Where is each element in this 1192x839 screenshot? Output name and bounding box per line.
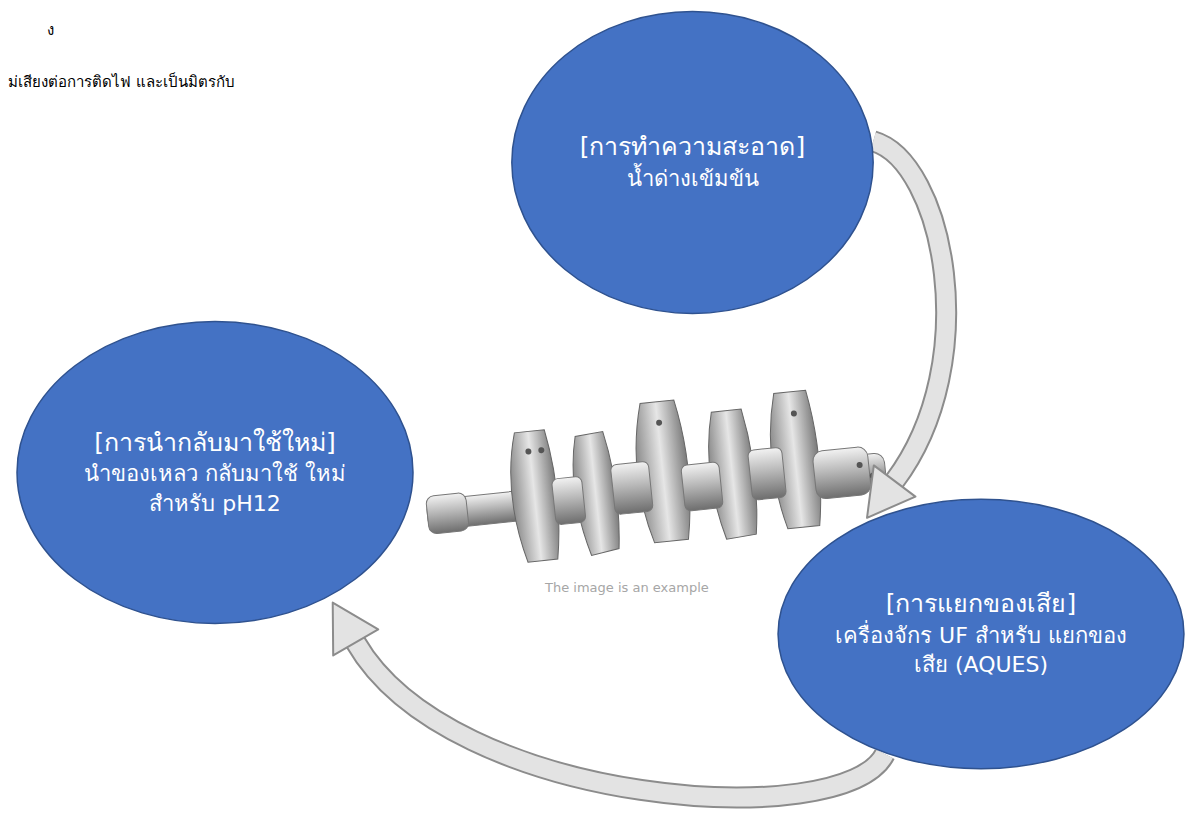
circle-fill (17, 322, 413, 624)
arrow-body (873, 141, 946, 481)
step-heading: [การแยกของเสีย] (829, 588, 1132, 621)
step-text: นำของเหลว กลับมาใช้ ใหม่ สำหรับ pH12 (67, 459, 363, 518)
step-heading: [การทำความสะอาด] (557, 131, 827, 164)
process-circle: [การทำความสะอาด]น้ำด่างเข้มข้น (510, 10, 875, 315)
cut-off-note: ง (47, 18, 54, 42)
text-wrap: [การแยกของเสีย]เครื่องจักร UF สำหรับ แยก… (829, 588, 1132, 680)
step-text: น้ำด่างเข้มข้น (557, 164, 827, 194)
circle-fill (778, 499, 1184, 768)
cut-off-note: ม่เสียงต่อการติดไฟ และเป็นมิตรกับ (8, 70, 235, 94)
text-wrap: [การนำกลับมาใช้ใหม่]นำของเหลว กลับมาใช้ … (67, 427, 363, 519)
circle-fill (512, 12, 873, 314)
crankshaft (418, 379, 891, 572)
process-circle: [การนำกลับมาใช้ใหม่]นำของเหลว กลับมาใช้ … (15, 320, 415, 625)
cycle-arrow (867, 141, 946, 518)
circle-outline (510, 10, 875, 315)
arrow-outline (873, 141, 946, 481)
step-text: เครื่องจักร UF สำหรับ แยกของเสีย (AQUES) (829, 621, 1132, 680)
step-heading: [การนำกลับมาใช้ใหม่] (67, 427, 363, 460)
arrow-head (333, 603, 379, 656)
image-caption-note: The image is an example (545, 580, 709, 595)
text-wrap: [การทำความสะอาด]น้ำด่างเข้มข้น (557, 131, 827, 193)
process-circle: [การแยกของเสีย]เครื่องจักร UF สำหรับ แยก… (776, 498, 1186, 770)
